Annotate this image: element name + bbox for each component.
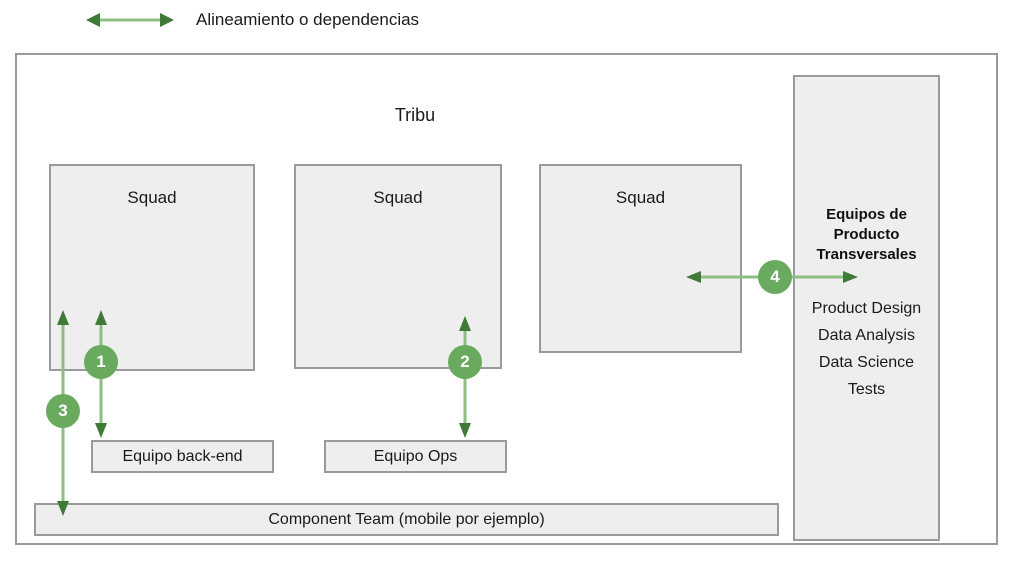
legend-double-arrow-icon	[86, 6, 174, 34]
cross-functional-teams-panel[interactable]: Equipos de Producto Transversales Produc…	[793, 75, 940, 541]
squad-box-2[interactable]: Squad	[294, 164, 502, 369]
connector-badge-1[interactable]: 1	[84, 345, 118, 379]
cross-functional-list: Product Design Data Analysis Data Scienc…	[801, 295, 932, 403]
squad-label-1: Squad	[127, 188, 177, 207]
connector-badge-3[interactable]: 3	[46, 394, 80, 428]
cross-functional-item-1: Data Analysis	[818, 327, 915, 344]
squad-label-2: Squad	[373, 188, 423, 207]
legend-label: Alineamiento o dependencias	[196, 10, 420, 29]
component-team-label: Component Team (mobile por ejemplo)	[268, 511, 545, 528]
connector-badge-4-label: 4	[770, 267, 780, 286]
connector-badge-1-label: 1	[96, 352, 106, 371]
connector-badge-4[interactable]: 4	[758, 260, 792, 294]
team-label-backend: Equipo back-end	[122, 448, 243, 465]
team-box-ops[interactable]: Equipo Ops	[324, 440, 507, 473]
squad-box-1[interactable]: Squad	[49, 164, 255, 371]
cross-functional-item-0: Product Design	[811, 300, 922, 317]
component-team-box[interactable]: Component Team (mobile por ejemplo)	[34, 503, 779, 536]
cross-functional-title: Equipos de Producto Transversales	[816, 206, 917, 263]
connector-badge-2-label: 2	[460, 352, 470, 371]
cross-functional-item-2: Data Science	[818, 354, 915, 371]
squad-box-3[interactable]: Squad	[539, 164, 742, 353]
team-label-ops: Equipo Ops	[373, 448, 458, 465]
cross-functional-item-3: Tests	[847, 381, 886, 398]
team-box-backend[interactable]: Equipo back-end	[91, 440, 274, 473]
squad-label-3: Squad	[615, 188, 666, 207]
connector-badge-3-label: 3	[58, 401, 68, 420]
connector-badge-2[interactable]: 2	[448, 345, 482, 379]
tribe-title: Tribu	[394, 105, 436, 125]
